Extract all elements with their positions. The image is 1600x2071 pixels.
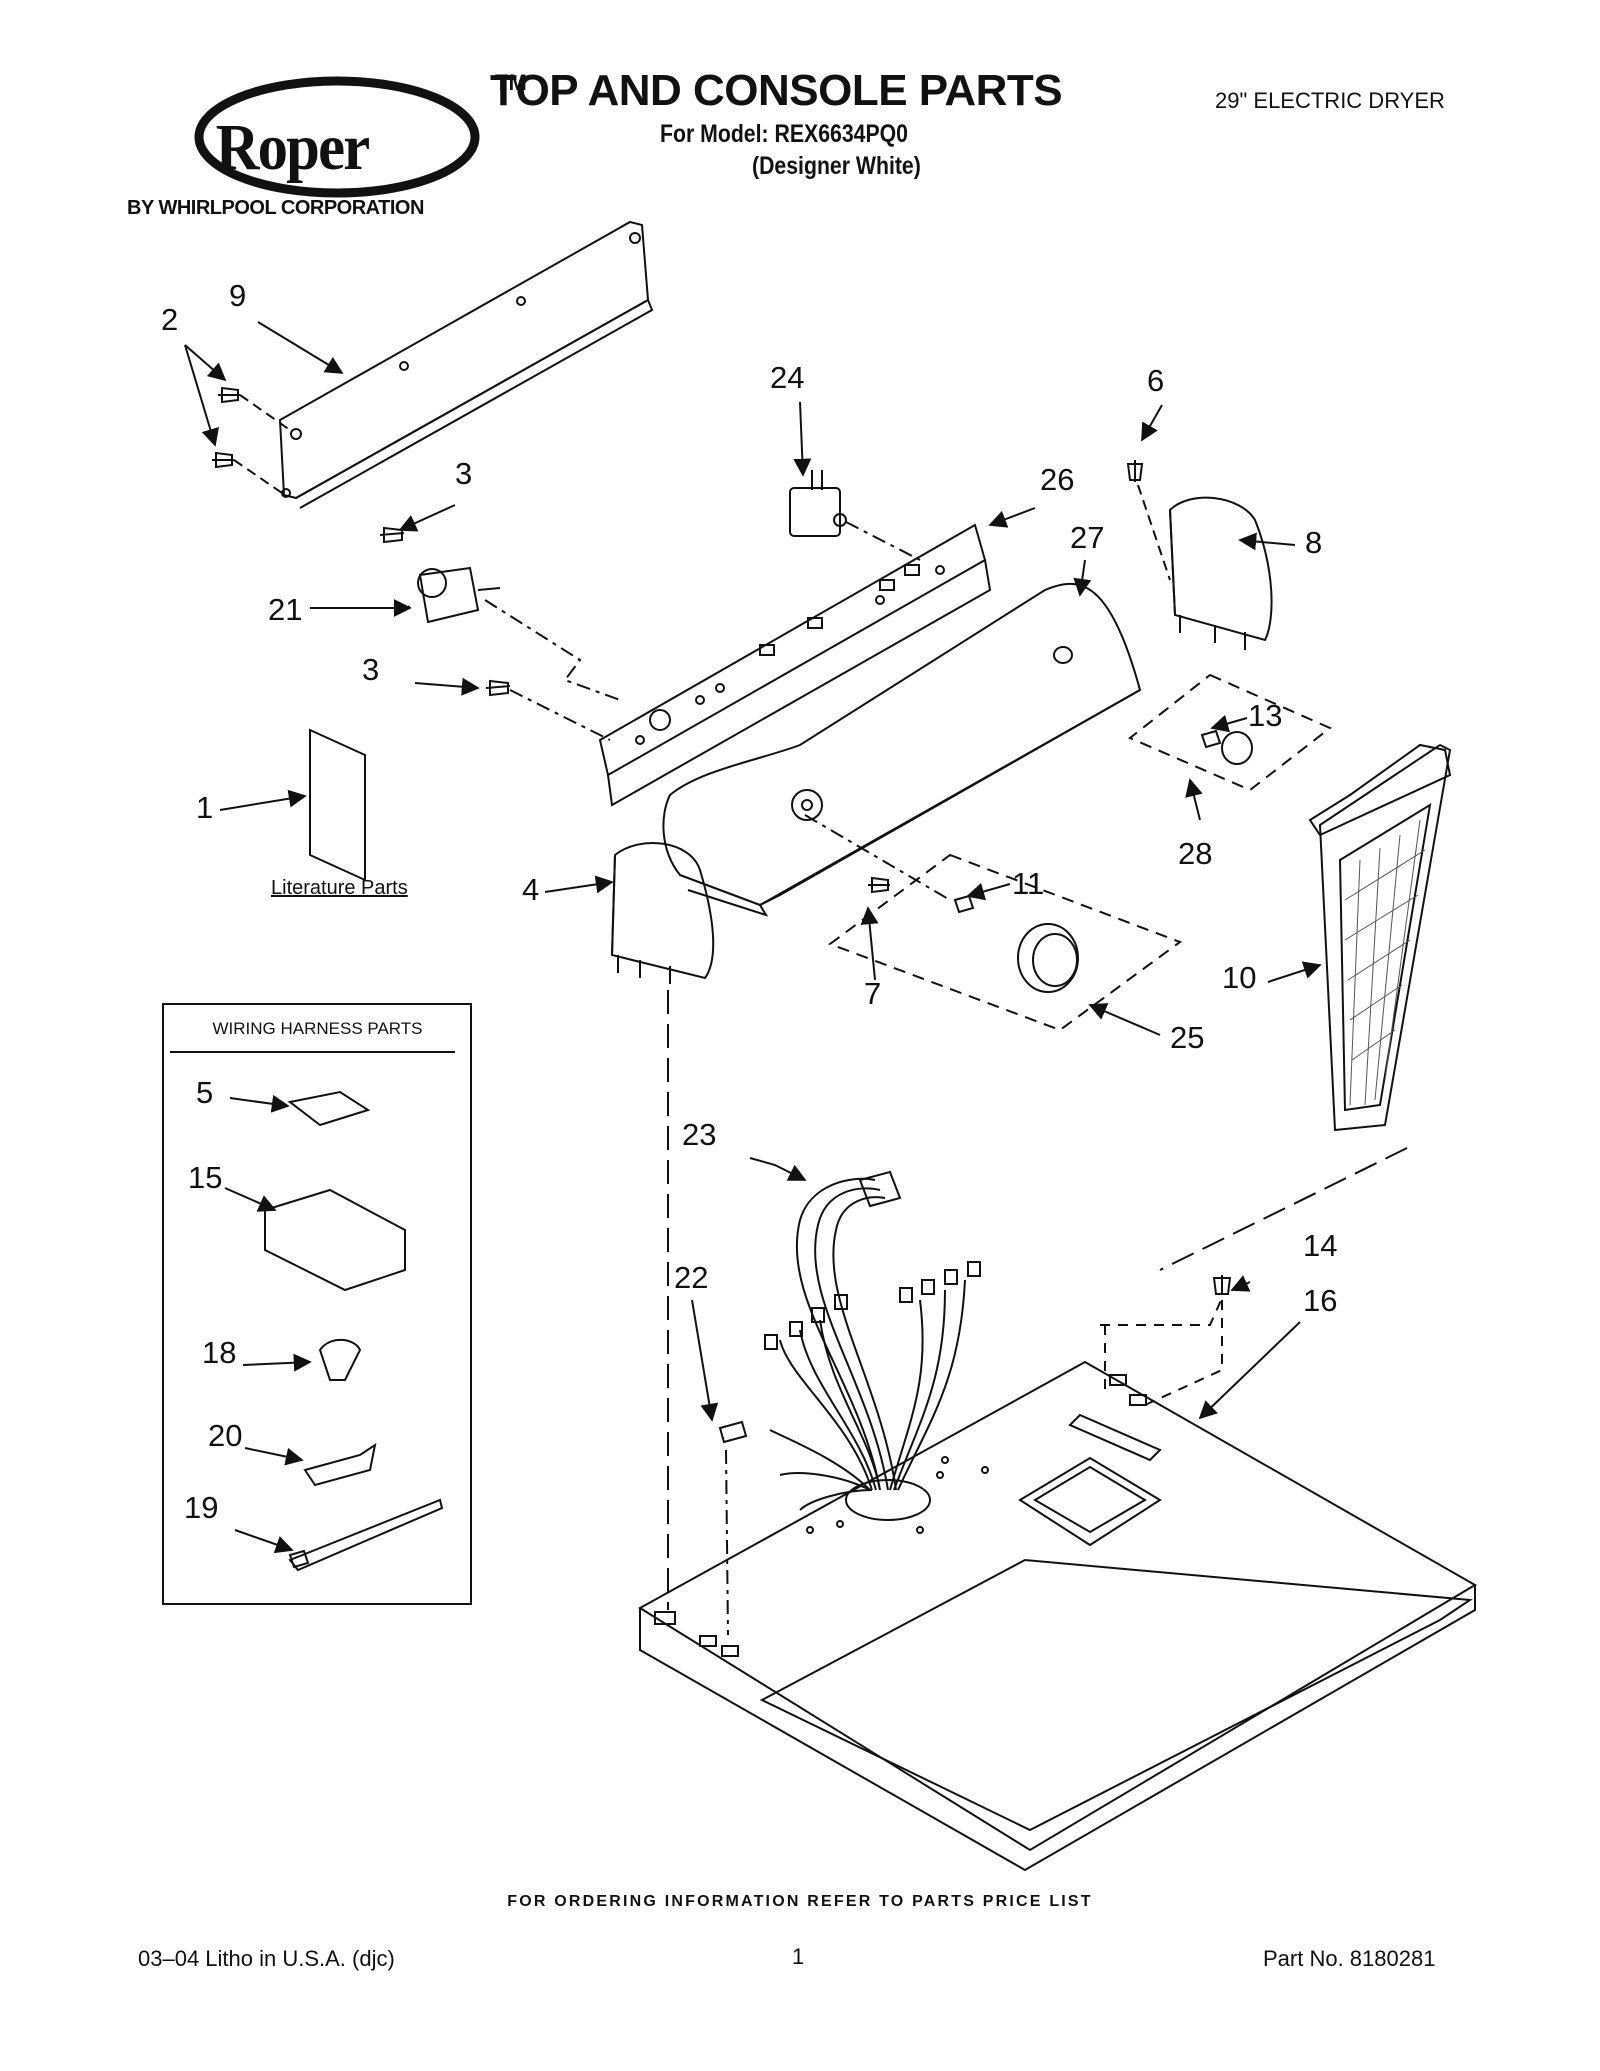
- switch-part: [789, 470, 921, 561]
- callout-11: 11: [1012, 866, 1045, 901]
- end-cap-right-part: [1168, 496, 1273, 650]
- timer-part: [417, 566, 621, 701]
- callout-4: 4: [522, 872, 540, 907]
- callout-22: 22: [674, 1260, 709, 1295]
- product-type: 29" ELECTRIC DRYER: [1215, 88, 1445, 113]
- screw-part-2: [212, 386, 291, 496]
- knob-assembly-28: [1128, 673, 1332, 792]
- top-panel-part: [638, 1360, 1477, 1872]
- literature-part: [309, 728, 366, 882]
- model-line: For Model: REX6634PQ0: [660, 120, 908, 148]
- callout-3b: 3: [362, 652, 380, 687]
- wiring-harness-box: [162, 1003, 472, 1605]
- screw-part-3a: [379, 526, 405, 544]
- callout-7: 7: [864, 976, 882, 1011]
- page-number: 1: [792, 1944, 805, 1969]
- literature-parts-label: Literature Parts: [271, 877, 408, 899]
- callout-20: 20: [208, 1418, 243, 1453]
- callout-26: 26: [1040, 462, 1075, 497]
- ordering-note: FOR ORDERING INFORMATION REFER TO PARTS …: [507, 1893, 1093, 1910]
- lint-screen-part: [1308, 743, 1452, 1132]
- console-bracket-part: [598, 523, 992, 807]
- callout-1: 1: [196, 790, 214, 825]
- callout-10: 10: [1222, 960, 1257, 995]
- callout-27: 27: [1070, 520, 1105, 555]
- screw-part-13: [1212, 1275, 1232, 1295]
- callout-21: 21: [268, 592, 303, 627]
- callout-28: 28: [1178, 836, 1213, 871]
- wiring-harness-part: [764, 1170, 981, 1511]
- logo-word: Roper: [215, 111, 371, 184]
- logo-ellipse-icon: [194, 76, 480, 198]
- callout-25: 25: [1170, 1020, 1205, 1055]
- callout-3a: 3: [455, 456, 473, 491]
- callout-18: 18: [202, 1335, 237, 1370]
- color-line: (Designer White): [752, 152, 921, 180]
- litho-info: 03–04 Litho in U.S.A. (djc): [138, 1946, 395, 1971]
- roper-logo: Roper TM BY WHIRLPOOL CORPORATION: [125, 70, 527, 230]
- callout-19: 19: [184, 1490, 219, 1525]
- trademark-symbol: TM: [495, 70, 527, 95]
- callout-5: 5: [196, 1075, 214, 1110]
- page-title: TOP AND CONSOLE PARTS: [490, 66, 1063, 115]
- end-cap-left-part: [610, 842, 715, 984]
- screw-part-3b: [485, 679, 511, 697]
- rear-panel-part: [278, 220, 654, 509]
- screw-part-6: [1126, 460, 1144, 482]
- callout-6: 6: [1147, 363, 1165, 398]
- callout-2: 2: [161, 302, 179, 337]
- callout-16: 16: [1303, 1283, 1338, 1318]
- wiring-harness-title: WIRING HARNESS PARTS: [212, 1019, 423, 1038]
- knob-assembly-25: [804, 814, 1183, 1032]
- callout-15: 15: [188, 1160, 223, 1195]
- part-number: Part No. 8180281: [1263, 1946, 1436, 1971]
- brand-byline: BY WHIRLPOOL CORPORATION: [127, 197, 424, 219]
- callout-23: 23: [682, 1117, 717, 1152]
- screw-part-7: [868, 876, 890, 894]
- callout-13: 14: [1303, 1228, 1338, 1263]
- callout-9: 9: [229, 278, 247, 313]
- clip-part-22: [718, 1420, 748, 1444]
- console-part: [662, 582, 1142, 917]
- callout-14: 13: [1248, 698, 1283, 733]
- callout-8: 8: [1305, 525, 1323, 560]
- callout-24: 24: [770, 360, 805, 395]
